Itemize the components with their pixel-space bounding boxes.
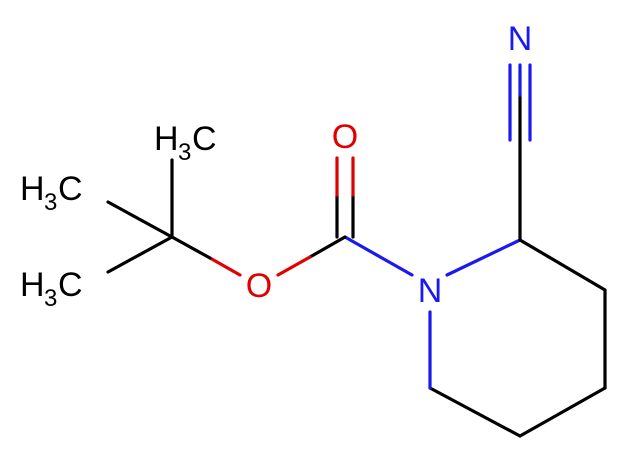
- bond-quaternary-to-methyl-upper: [106, 200, 174, 239]
- methyl-top-h: H: [154, 120, 179, 158]
- methyl-left-lower-c: C: [58, 266, 83, 304]
- atom-label-carbonyl-o: O: [332, 118, 358, 156]
- tert-butyl-group: [106, 158, 242, 277]
- methyl-label-top: H 3 C: [154, 120, 217, 166]
- bond-c4-c5: [518, 386, 607, 438]
- methyl-top-c: C: [192, 120, 217, 158]
- methyl-left-upper-h: H: [20, 170, 45, 208]
- atom-label-ring-n: N: [418, 272, 443, 310]
- bond-c5-c6: [428, 386, 522, 438]
- methyl-label-left-lower: H 3 C: [20, 266, 83, 312]
- methyl-left-lower-h: H: [20, 266, 45, 304]
- bond-ester-o-to-quaternary: [208, 256, 242, 277]
- methyl-top-subscript: 3: [178, 139, 191, 166]
- methyl-left-lower-subscript: 3: [44, 285, 57, 312]
- piperidine-ring: [428, 238, 607, 438]
- methyl-left-upper-subscript: 3: [44, 189, 57, 216]
- nitrile-group: [508, 63, 532, 242]
- bond-n1-c2: [445, 238, 522, 277]
- bond-carbonyl-to-ester-o: [308, 235, 347, 259]
- carbamate-group: [276, 156, 414, 277]
- bond-ester-o-from-carbonyl: [276, 255, 312, 277]
- bond-n1-carbonyl: [343, 235, 414, 277]
- atom-label-ester-o: O: [246, 267, 272, 305]
- bond-c2-c3: [518, 238, 607, 292]
- bond-quaternary-to-methyl-lower: [106, 235, 174, 274]
- atom-label-nitrile-n: N: [508, 20, 533, 58]
- methyl-label-left-upper: H 3 C: [20, 170, 83, 216]
- methyl-left-upper-c: C: [58, 170, 83, 208]
- bond-ester-o-to-quaternary-c: [170, 235, 212, 260]
